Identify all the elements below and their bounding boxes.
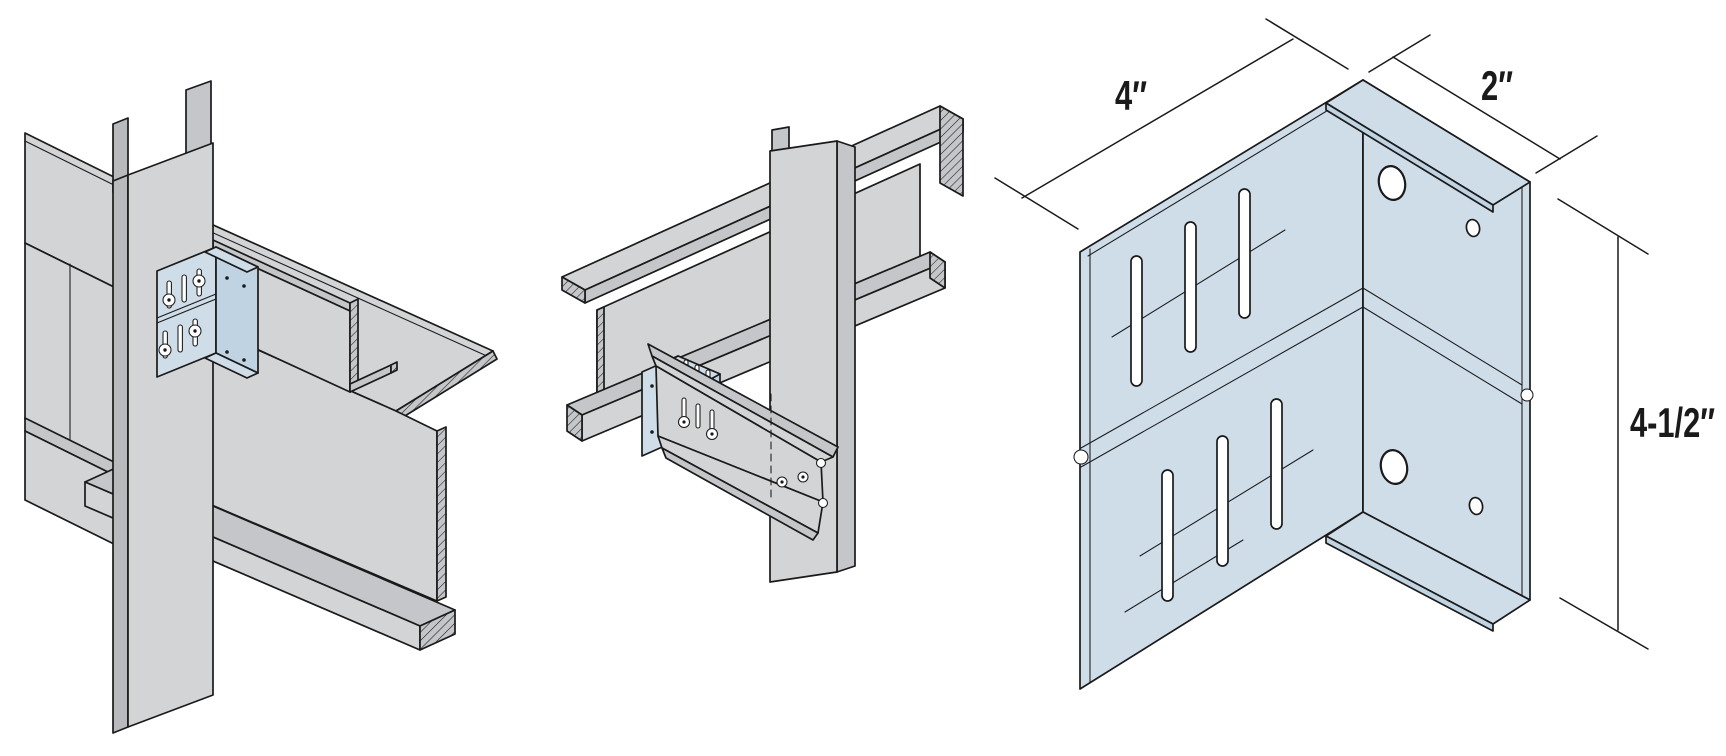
stud-side-face (112, 174, 129, 734)
clip-top-lip-edge (1325, 102, 1494, 213)
extension-line (1265, 18, 1349, 70)
pilot-point (242, 358, 246, 362)
clip-slotted-face (1079, 79, 1364, 690)
clip-slot (1161, 469, 1174, 602)
dimension-label: 2″ (1481, 62, 1513, 109)
anchor-hole (1377, 165, 1407, 201)
screw-icon (677, 415, 809, 488)
clip-bottom-lip (204, 352, 259, 379)
extension-line (994, 177, 1079, 230)
pilot-hole (1468, 496, 1484, 516)
clip-slot (1270, 398, 1283, 530)
seam-line (1362, 306, 1523, 405)
seam-line (1080, 306, 1364, 468)
view-installed-interior (561, 105, 964, 583)
break-notch (1073, 449, 1089, 465)
dimension-height: 4-1/2″ (1557, 198, 1715, 650)
clip-slot (181, 274, 187, 303)
clip-slot (1238, 188, 1251, 319)
screw-icon (158, 274, 206, 357)
extension-line (1559, 597, 1649, 650)
stud-side-face (836, 140, 856, 573)
dimension-label: 4″ (1115, 72, 1147, 119)
beam-right-cut-hatch (940, 106, 963, 196)
extension-line (1368, 34, 1431, 73)
beam-bottom-flange-right-cut-hatch (930, 252, 945, 288)
track-slot-end (817, 497, 829, 509)
dimension-return: 2″ (1368, 34, 1598, 174)
clip-slot (695, 403, 701, 429)
clip-slot (177, 324, 183, 353)
clip-slot (1130, 255, 1143, 387)
track-bottom-flange (661, 447, 819, 541)
angle-leg-cut-hatch (391, 362, 397, 373)
extension-line (1557, 198, 1649, 255)
beam-bottom-flange-cut-hatch (420, 610, 455, 650)
bypass-track (647, 343, 839, 541)
pilot-point (225, 350, 229, 354)
anchor-hole (1379, 449, 1409, 485)
beam-top-flange-cut-hatch (396, 351, 497, 419)
angle-cut-hatch (350, 299, 358, 392)
face-top-thickness (1087, 91, 1359, 257)
clip-top-lip (204, 246, 259, 273)
extension-line (1535, 135, 1598, 174)
beam-top-flange-cut-hatch (562, 277, 585, 303)
clip-slot (1184, 221, 1197, 353)
dimension-width: 4″ (994, 18, 1349, 230)
clip-slot (1216, 435, 1229, 567)
stud-front-face (127, 142, 214, 728)
view-clip-detail: 4″ 2″ 4-1/2″ (994, 18, 1715, 690)
pilot-point (225, 276, 229, 280)
clip-seam (156, 298, 217, 324)
seam-line (1362, 287, 1523, 386)
beam-web-cut-hatch (597, 307, 604, 410)
view-installed-exterior (24, 80, 498, 734)
clip-seam (156, 293, 217, 319)
dimension-line (1392, 56, 1561, 160)
beam-bottom-flange-cut-hatch (567, 405, 582, 441)
pilot-point (242, 284, 246, 288)
track-slot-end (815, 457, 827, 469)
pilot-point (650, 430, 654, 434)
dimension-line (1021, 38, 1294, 199)
clip-bottom-lip-edge (1325, 535, 1494, 632)
beam-web-cut-hatch (437, 427, 446, 601)
pilot-hole (1465, 218, 1481, 238)
beam-top-flange-end-edge (24, 140, 121, 189)
dimension-label: 4-1/2″ (1630, 399, 1715, 446)
break-notch (1520, 388, 1534, 402)
pilot-point (650, 384, 654, 388)
slide-clip (156, 246, 259, 379)
seam-line (1080, 287, 1364, 449)
